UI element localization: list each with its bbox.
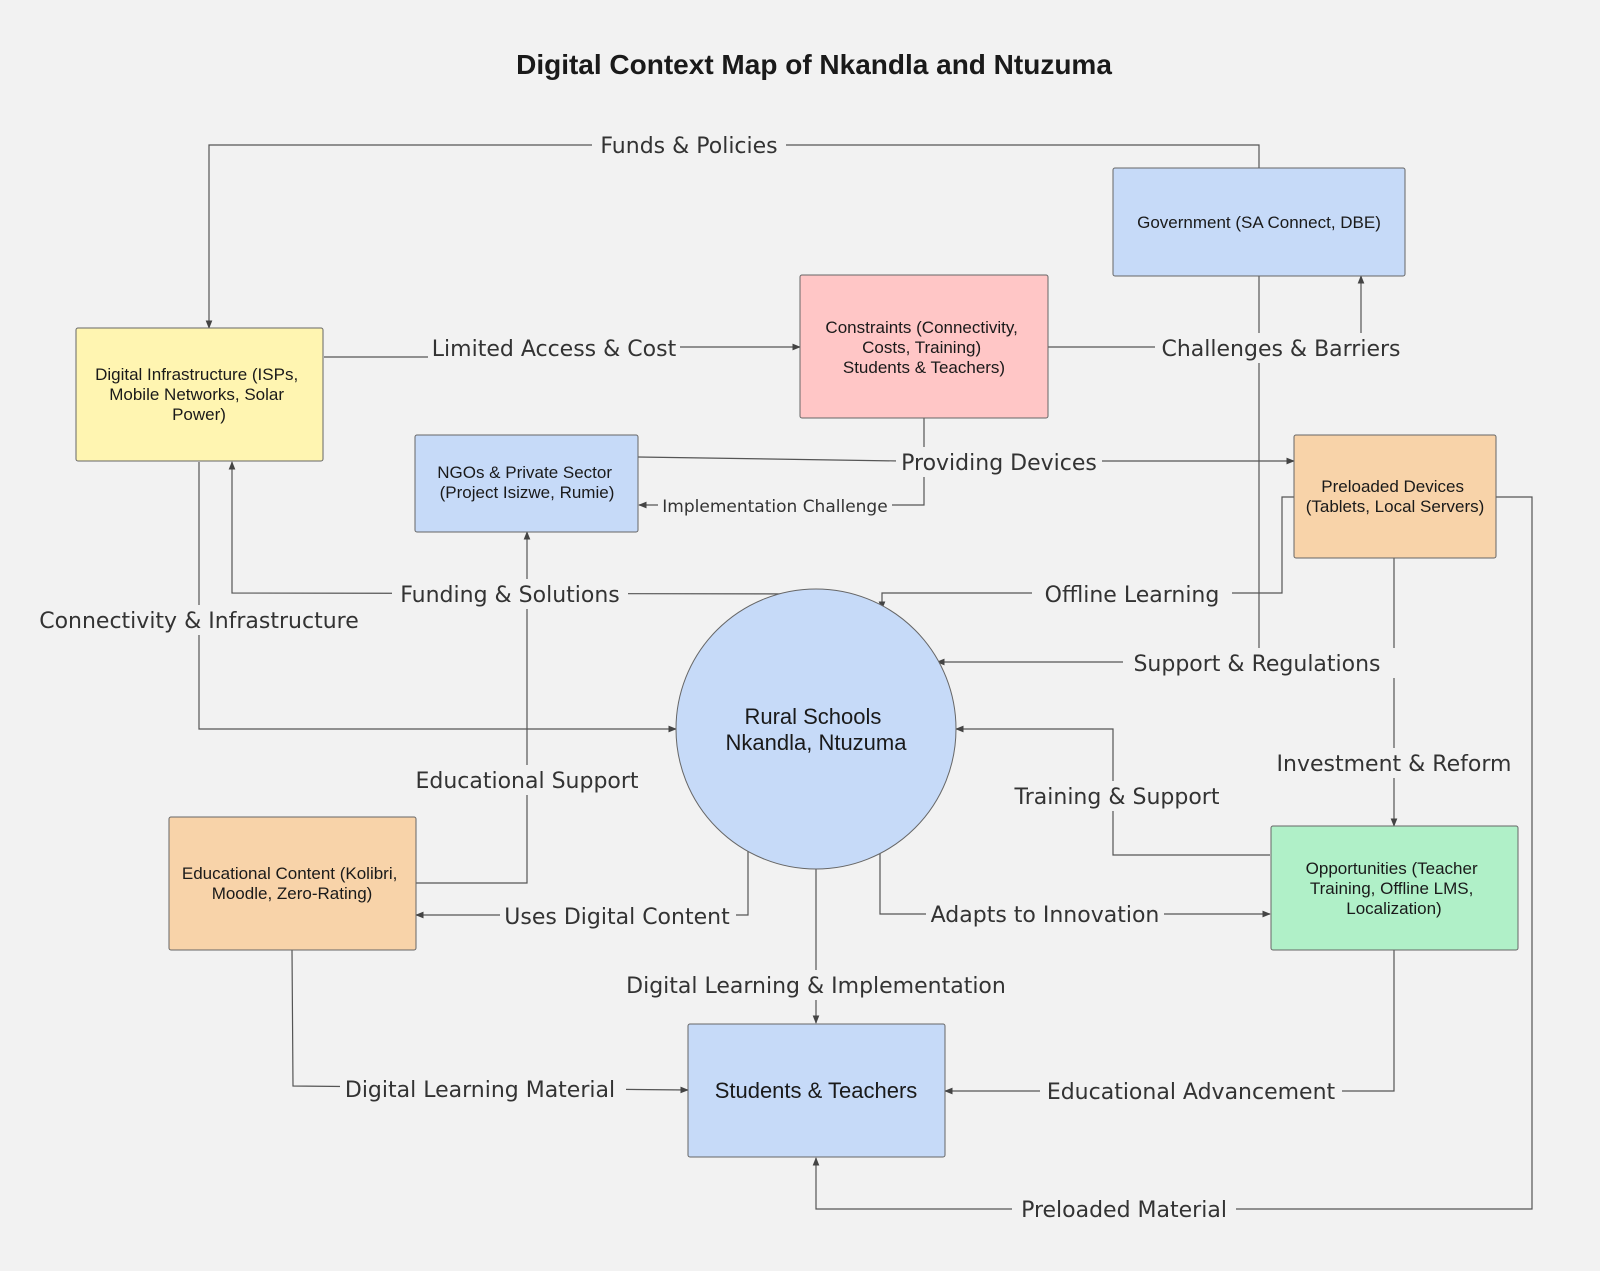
node-opportunities-label: Opportunities (Teacher Training, Offline… xyxy=(1306,859,1483,918)
node-ngos-private-sector[interactable]: NGOs & Private Sector (Project Isizwe, R… xyxy=(414,434,639,533)
node-government-label: Government (SA Connect, DBE) xyxy=(1137,213,1381,232)
node-rural-schools-label: Rural Schools Nkandla, Ntuzuma xyxy=(726,704,908,755)
edge-funds-policies xyxy=(205,144,1260,329)
edge-label-connectivity-infrastructure: Connectivity & Infrastructure xyxy=(39,609,359,634)
edge-label-bg xyxy=(926,899,1164,929)
edge-label-training-support: Training & Support xyxy=(1014,785,1220,810)
node-opportunities[interactable]: Opportunities (Teacher Training, Offline… xyxy=(1270,825,1519,951)
edge-label-educational-advancement: Educational Advancement xyxy=(1047,1080,1336,1105)
nodes: Government (SA Connect, DBE) Digital Inf… xyxy=(75,167,1519,1158)
edge-label-offline-learning: Offline Learning xyxy=(1045,583,1220,608)
edge-educational-advancement xyxy=(944,950,1395,1095)
node-students-teachers-label: Students & Teachers xyxy=(715,1078,918,1103)
edge-label-educational-support: Educational Support xyxy=(415,769,638,794)
edge-label-bg xyxy=(1006,781,1236,811)
edge-label-investment-reform: Investment & Reform xyxy=(1277,752,1512,777)
edge-label-bg xyxy=(392,579,628,609)
edge-labels: Funds & Policies Limited Access & Cost C… xyxy=(36,130,1520,1224)
edge-label-bg xyxy=(428,333,680,363)
node-rural-schools[interactable]: Rural Schools Nkandla, Ntuzuma xyxy=(675,588,957,870)
edge-label-adapts-innovation: Adapts to Innovation xyxy=(931,903,1160,928)
edge-label-support-regulations: Support & Regulations xyxy=(1133,652,1380,677)
edge-label-limited-access: Limited Access & Cost xyxy=(432,337,677,362)
edge-educational-support xyxy=(416,531,531,884)
edge-label-bg xyxy=(592,130,786,160)
edge-label-bg xyxy=(500,901,736,931)
node-educational-content-label: Educational Content (Kolibri, Moodle, Ze… xyxy=(182,864,402,903)
edge-label-bg xyxy=(1012,1194,1236,1224)
edge-label-funds-policies: Funds & Policies xyxy=(600,134,777,159)
node-students-teachers[interactable]: Students & Teachers xyxy=(687,1023,946,1158)
edge-implementation-challenge xyxy=(638,418,925,509)
node-ngos-label: NGOs & Private Sector (Project Isizwe, R… xyxy=(437,463,617,502)
edge-label-bg xyxy=(410,765,646,795)
edge-label-bg xyxy=(36,605,364,635)
node-preloaded-devices[interactable]: Preloaded Devices (Tablets, Local Server… xyxy=(1293,434,1497,559)
edge-offline-learning xyxy=(878,496,1294,610)
edge-preloaded-material xyxy=(812,496,1533,1210)
node-constraints-label: Constraints (Connectivity, Costs, Traini… xyxy=(825,318,1022,377)
edge-label-bg xyxy=(896,447,1102,477)
node-digital-infrastructure[interactable]: Digital Infrastructure (ISPs, Mobile Net… xyxy=(75,327,324,462)
edge-label-digital-learning-implementation: Digital Learning & Implementation xyxy=(626,974,1006,999)
edge-label-bg xyxy=(1270,748,1520,778)
node-government[interactable]: Government (SA Connect, DBE) xyxy=(1112,167,1406,277)
edge-label-providing-devices: Providing Devices xyxy=(901,451,1097,476)
edge-label-bg xyxy=(1155,333,1407,363)
edge-label-bg xyxy=(658,494,892,518)
edge-label-digital-learning-material: Digital Learning Material xyxy=(345,1078,615,1103)
node-educational-content[interactable]: Educational Content (Kolibri, Moodle, Ze… xyxy=(168,816,417,951)
edge-connectivity-infrastructure xyxy=(198,462,677,733)
edge-label-funding-solutions: Funding & Solutions xyxy=(400,583,620,608)
edge-label-bg xyxy=(1040,1076,1342,1106)
node-constraints[interactable]: Constraints (Connectivity, Costs, Traini… xyxy=(799,274,1049,419)
node-digital-infrastructure-label: Digital Infrastructure (ISPs, Mobile Net… xyxy=(95,365,303,424)
edge-label-challenges-barriers: Challenges & Barriers xyxy=(1161,337,1400,362)
edge-label-bg xyxy=(620,970,1012,1000)
edge-label-preloaded-material: Preloaded Material xyxy=(1021,1198,1227,1223)
diagram-title: Digital Context Map of Nkandla and Ntuzu… xyxy=(516,49,1112,80)
edge-label-implementation-challenge: Implementation Challenge xyxy=(662,497,887,517)
node-preloaded-devices-label: Preloaded Devices (Tablets, Local Server… xyxy=(1306,477,1485,516)
edge-label-uses-digital-content: Uses Digital Content xyxy=(504,905,730,930)
edge-label-bg xyxy=(1123,648,1395,678)
edge-label-bg xyxy=(340,1074,626,1104)
edge-label-bg xyxy=(1032,579,1232,609)
